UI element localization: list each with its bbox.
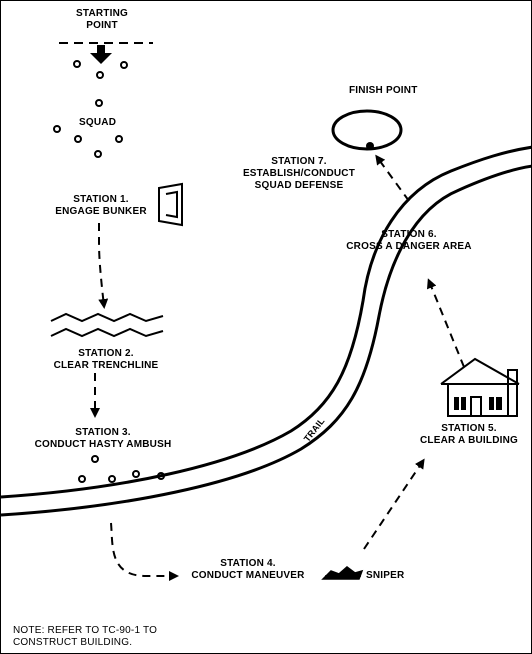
starting-point-line1: STARTING xyxy=(76,8,128,19)
station-6-label: STATION 6. CROSS A DANGER AREA xyxy=(339,229,479,253)
station-7-title: ESTABLISH/CONDUCT xyxy=(242,168,356,179)
station-4-label: STATION 4. CONDUCT MANEUVER xyxy=(189,558,307,582)
station-2-label: STATION 2. CLEAR TRENCHLINE xyxy=(44,348,168,372)
squad-label: SQUAD xyxy=(79,117,117,128)
sniper-label: SNIPER xyxy=(366,570,405,581)
trail xyxy=(1,145,531,517)
station-2-title: CLEAR TRENCHLINE xyxy=(53,360,159,371)
station-3-number: STATION 3. xyxy=(75,427,131,438)
station-4-title: CONDUCT MANEUVER xyxy=(191,570,305,581)
station-6-title: CROSS A DANGER AREA xyxy=(346,241,472,252)
station-4-number: STATION 4. xyxy=(220,558,276,569)
station-5-number: STATION 5. xyxy=(441,423,497,434)
starting-point-line2: POINT xyxy=(86,20,118,31)
station-1-number: STATION 1. xyxy=(73,194,129,205)
note-line1: NOTE: REFER TO TC-90-1 TO xyxy=(13,625,158,636)
station-1-title: ENGAGE BUNKER xyxy=(55,206,147,217)
finish-point-label: FINISH POINT xyxy=(349,85,418,96)
trenchline-icon xyxy=(50,312,164,338)
station-5-title: CLEAR A BUILDING xyxy=(419,435,518,446)
squad-formation xyxy=(53,60,128,158)
station-6-number: STATION 6. xyxy=(381,229,437,240)
ambush-positions xyxy=(78,455,165,483)
start-marker xyxy=(59,42,153,64)
note-block: NOTE: REFER TO TC-90-1 TO CONSTRUCT BUIL… xyxy=(13,625,157,649)
route-paths xyxy=(90,154,465,581)
note-line2: CONSTRUCT BUILDING. xyxy=(13,637,133,648)
building-icon xyxy=(440,357,520,417)
station-7-number: STATION 7. xyxy=(271,156,327,167)
station-3-title: CONDUCT HASTY AMBUSH xyxy=(34,439,172,450)
bunker-icon xyxy=(158,182,183,227)
station-7-subtitle: SQUAD DEFENSE xyxy=(254,180,344,191)
station-7-label: STATION 7. ESTABLISH/CONDUCT SQUAD DEFEN… xyxy=(237,156,361,192)
sniper-icon xyxy=(321,566,364,580)
station-5-label: STATION 5. CLEAR A BUILDING xyxy=(413,423,525,447)
starting-point-label: STARTING POINT xyxy=(69,8,135,32)
station-2-number: STATION 2. xyxy=(78,348,134,359)
finish-point-icon xyxy=(331,109,403,151)
station-3-label: STATION 3. CONDUCT HASTY AMBUSH xyxy=(33,427,173,451)
station-1-label: STATION 1. ENGAGE BUNKER xyxy=(49,194,153,218)
